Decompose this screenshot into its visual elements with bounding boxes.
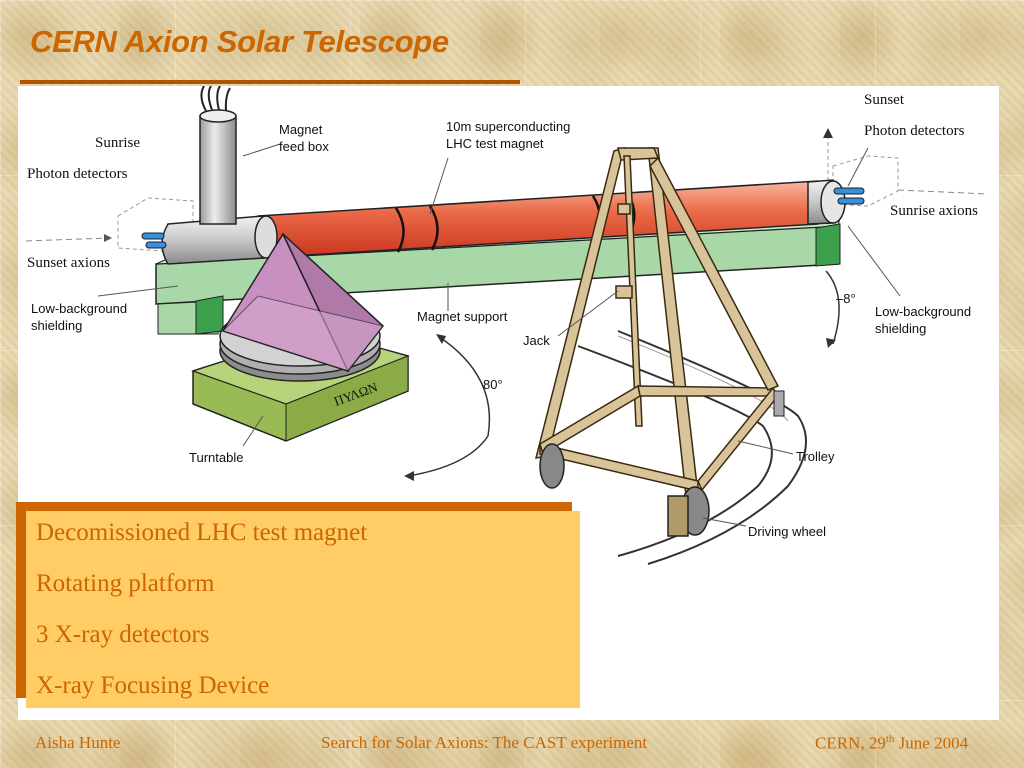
trolley-wheels [539,390,785,537]
magnet-feed-box [199,86,237,225]
label-trolley: Trolley [796,449,835,464]
bullet-item: Rotating platform [36,570,215,597]
label-lhc-magnet: 10m superconducting LHC test magnet [446,119,571,151]
bullet-item: Decomissioned LHC test magnet [36,519,368,546]
label-sunrise: Sunrise [95,135,140,151]
label-turntable: Turntable [189,450,244,465]
diagram-drawing: ΠΥΛΩΝ [25,86,989,565]
label-low-bg-right: Low-background shielding [875,304,972,336]
label-sunset-axions: Sunset axions [27,255,110,271]
pyramid-mount [221,232,385,373]
label-magnet-support: Magnet support [417,309,508,324]
label-sunset: Sunset [864,92,905,108]
label-magnet-feed-box: Magnet feed box [279,122,329,154]
footer-venue-date: CERN, 29th June 2004 [815,733,969,753]
label-driving-wheel: Driving wheel [748,524,827,539]
trolley-frame [534,146,780,497]
rail-track-outer [617,330,807,565]
bullet-item: X-ray Focusing Device [36,672,270,699]
bullet-item: 3 X-ray detectors [36,621,210,648]
angle-arc-8 [825,270,840,345]
slide-title: CERN Axion Solar Telescope [30,24,449,59]
footer-talk-title: Search for Solar Axions: The CAST experi… [321,733,648,752]
cast-diagram: ΠΥΛΩΝ [18,86,999,720]
bullet-box: Decomissioned LHC test magnet Rotating p… [26,511,580,708]
footer-author: Aisha Hunte [35,733,121,752]
title-underline [20,80,520,84]
label-angle-80: 80° [483,377,503,392]
label-jack: Jack [523,333,550,348]
label-minus-8: –8° [836,291,856,306]
label-photon-detectors-left: Photon detectors [27,166,128,182]
label-low-bg-left: Low-background shielding [31,301,128,333]
angle-arc-80 [437,335,491,437]
label-photon-detectors-right: Photon detectors [864,123,965,139]
label-sunrise-axions: Sunrise axions [890,203,978,219]
